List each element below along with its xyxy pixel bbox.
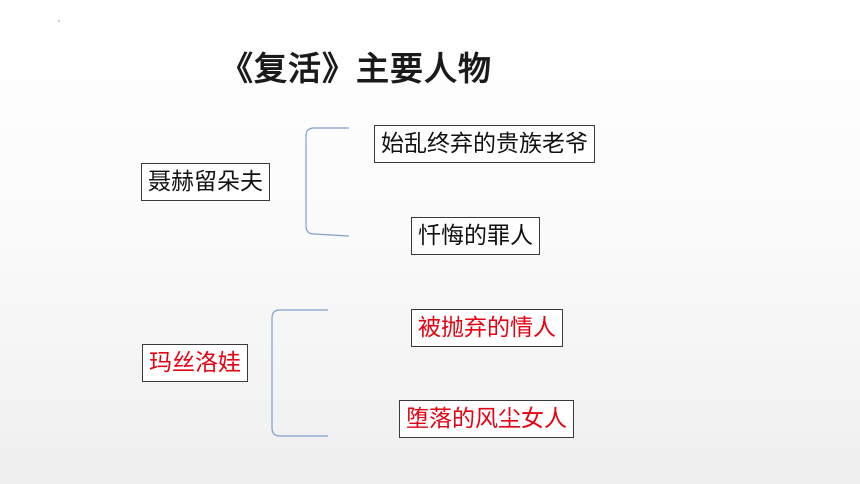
trait-box-nekhlyudov-2: 忏悔的罪人 (411, 217, 540, 255)
bracket-nekhlyudov (305, 127, 350, 237)
trait-box-maslova-2: 堕落的风尘女人 (399, 400, 574, 438)
trait-box-nekhlyudov-1: 始乱终弃的贵族老爷 (374, 125, 595, 163)
decorative-dot (58, 20, 60, 22)
character-box-nekhlyudov: 聂赫留朵夫 (141, 163, 270, 201)
bracket-maslova (271, 309, 328, 437)
slide-title: 《复活》主要人物 (220, 49, 492, 88)
trait-box-maslova-1: 被抛弃的情人 (411, 309, 563, 347)
character-box-maslova: 玛丝洛娃 (142, 344, 248, 382)
